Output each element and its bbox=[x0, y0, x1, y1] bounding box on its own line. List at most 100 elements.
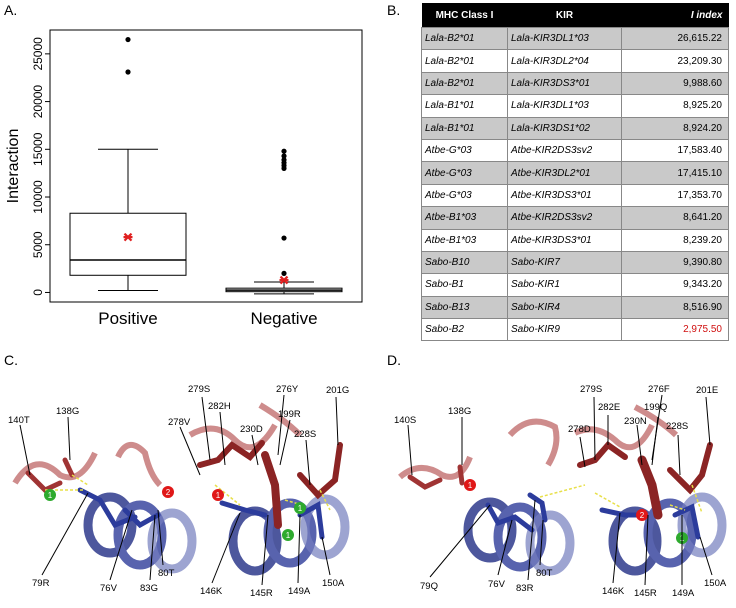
svg-text:201G: 201G bbox=[326, 385, 349, 396]
cell-mhc: Lala-B2*01 bbox=[421, 71, 508, 96]
structure-d: 1 2 1 140S 138G 279S 278D 282E 276F 230N… bbox=[394, 384, 727, 599]
svg-text:228S: 228S bbox=[294, 429, 316, 440]
svg-text:146K: 146K bbox=[200, 586, 223, 597]
outlier-point bbox=[281, 235, 287, 241]
cell-kir: Atbe-KIR3DL2*01 bbox=[507, 161, 622, 185]
svg-text:2: 2 bbox=[640, 511, 645, 520]
svg-text:279S: 279S bbox=[188, 384, 210, 395]
cell-mhc: Atbe-G*03 bbox=[421, 161, 508, 185]
y-tick-label: 5000 bbox=[31, 231, 45, 258]
y-tick-label: 0 bbox=[31, 289, 45, 296]
panel-label-b: B. bbox=[387, 2, 401, 18]
markers-d: 1 2 1 bbox=[464, 479, 688, 544]
cell-index: 17,583.40 bbox=[621, 138, 729, 163]
cell-index: 23,209.30 bbox=[621, 49, 729, 73]
plot-frame bbox=[49, 29, 363, 303]
cell-mhc: Sabo-B10 bbox=[421, 250, 508, 275]
cell-index: 8,924.20 bbox=[621, 116, 729, 140]
y-tick-label: 10000 bbox=[31, 180, 45, 214]
svg-text:1: 1 bbox=[286, 531, 291, 540]
outlier-point bbox=[281, 153, 287, 159]
cell-kir: Sabo-KIR7 bbox=[507, 250, 622, 275]
cell-index: 8,925.20 bbox=[621, 94, 729, 118]
cell-kir: Atbe-KIR3DS3*01 bbox=[507, 183, 622, 208]
x-category-label: Positive bbox=[98, 309, 158, 328]
cell-kir: Atbe-KIR2DS3sv2 bbox=[507, 206, 622, 230]
cell-kir: Lala-KIR3DS3*01 bbox=[507, 71, 622, 96]
cell-kir: Atbe-KIR2DS3sv2 bbox=[507, 138, 622, 163]
helix-d-right bbox=[608, 492, 727, 576]
panel-label-c: C. bbox=[4, 352, 18, 368]
svg-text:276Y: 276Y bbox=[276, 384, 299, 395]
outlier-point bbox=[281, 157, 287, 163]
markers-c: 1 2 1 1 1 bbox=[44, 486, 306, 541]
svg-text:1: 1 bbox=[48, 491, 53, 500]
helix-c-left bbox=[83, 492, 197, 574]
cell-index: 17,353.70 bbox=[621, 183, 729, 208]
cell-kir: Lala-KIR3DL2*04 bbox=[507, 49, 622, 73]
y-tick-label: 20000 bbox=[31, 85, 45, 119]
svg-text:150A: 150A bbox=[704, 578, 727, 589]
svg-text:79R: 79R bbox=[32, 578, 50, 589]
structure-c: 1 2 1 1 1 140T 138G 279S 278V 282H 276Y … bbox=[8, 384, 350, 599]
svg-text:80T: 80T bbox=[536, 568, 553, 579]
svg-text:140S: 140S bbox=[394, 415, 416, 426]
svg-text:76V: 76V bbox=[100, 583, 118, 594]
leader-lines-d bbox=[407, 394, 713, 586]
leader-lines-c bbox=[19, 394, 339, 586]
svg-text:230N: 230N bbox=[624, 416, 647, 427]
cell-mhc: Sabo-B13 bbox=[421, 295, 508, 320]
svg-text:276F: 276F bbox=[648, 384, 670, 395]
cell-mhc: Sabo-B1 bbox=[421, 273, 508, 297]
svg-text:150A: 150A bbox=[322, 578, 345, 589]
cell-kir: Lala-KIR3DS1*02 bbox=[507, 116, 622, 140]
svg-text:230D: 230D bbox=[240, 424, 263, 435]
svg-text:1: 1 bbox=[216, 491, 221, 500]
outlier-point bbox=[125, 69, 131, 75]
cell-kir: Sabo-KIR1 bbox=[507, 273, 622, 297]
svg-text:278V: 278V bbox=[168, 417, 191, 428]
cell-mhc: Lala-B1*01 bbox=[421, 94, 508, 118]
cell-index: 9,390.80 bbox=[621, 250, 729, 275]
sticks-c bbox=[25, 440, 343, 540]
residue-labels-c: 140T 138G 279S 278V 282H 276Y 230D 199R … bbox=[8, 384, 349, 599]
svg-text:83R: 83R bbox=[516, 583, 534, 594]
panel-label-d: D. bbox=[387, 352, 401, 368]
svg-text:138G: 138G bbox=[448, 406, 471, 417]
svg-text:282H: 282H bbox=[208, 401, 231, 412]
cell-index: 9,988.60 bbox=[621, 71, 729, 96]
svg-text:2: 2 bbox=[166, 488, 171, 497]
cell-mhc: Atbe-G*03 bbox=[421, 138, 508, 163]
cell-index: 17,415.10 bbox=[621, 161, 729, 185]
outlier-point bbox=[281, 270, 287, 276]
cell-kir: Sabo-KIR9 bbox=[507, 318, 622, 342]
cell-index: 8,641.20 bbox=[621, 206, 729, 230]
svg-text:282E: 282E bbox=[598, 402, 620, 413]
svg-text:146K: 146K bbox=[602, 586, 625, 597]
cell-kir: Sabo-KIR4 bbox=[507, 295, 622, 320]
box-iqr bbox=[69, 212, 187, 276]
svg-text:279S: 279S bbox=[580, 384, 602, 395]
svg-text:149A: 149A bbox=[672, 588, 695, 599]
svg-text:83G: 83G bbox=[140, 583, 158, 594]
y-axis-label: Interaction bbox=[5, 129, 22, 204]
cell-mhc: Atbe-B1*03 bbox=[421, 228, 508, 252]
svg-text:138G: 138G bbox=[56, 406, 79, 417]
svg-text:79Q: 79Q bbox=[420, 581, 438, 592]
svg-text:201E: 201E bbox=[696, 385, 718, 396]
svg-text:199R: 199R bbox=[278, 409, 301, 420]
svg-text:1: 1 bbox=[468, 481, 473, 490]
interaction-boxplot: 0500010000150002000025000InteractionPosi… bbox=[5, 29, 363, 328]
